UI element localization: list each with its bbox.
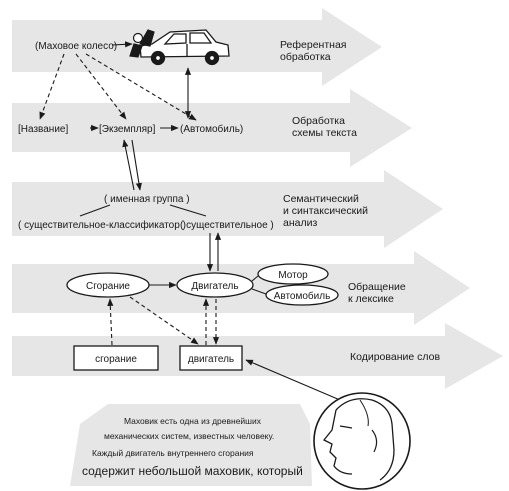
combustion-concept-label: Сгорание: [86, 281, 130, 292]
car-icon: [139, 29, 230, 66]
semantic-stage-band: [12, 170, 443, 248]
text-page: [70, 404, 312, 486]
automobile-schema-node: (Автомобиль): [180, 123, 243, 135]
engine-to-automobile-link: [251, 288, 267, 295]
flywheel-to-car-arrow: [111, 41, 133, 48]
noun-group-to-instance-arrow: [122, 139, 135, 191]
noun-group-to-classifier-link: [79, 204, 111, 217]
caption-line-1: Маховик есть одна из древнейших: [124, 416, 262, 426]
automobile-concept-label: Автомобиль: [274, 290, 331, 302]
caption-line-2: механических систем, известных человеку.: [104, 431, 274, 441]
caption-line-3: Каждый двигатель внутреннего сгорания: [92, 448, 254, 458]
instance-node: [Экземпляр]: [99, 124, 156, 135]
engine-concept-label: Двигатель: [191, 281, 238, 292]
caption-line-4: содержит небольшой маховик, который: [82, 464, 303, 478]
lexicon-stage-label: Обращение к лексике: [348, 281, 409, 305]
reader-to-engine-word-arrow: [245, 359, 341, 401]
combustion-concept-node: Сгорание: [66, 272, 150, 298]
instance-to-noun-group-arrow: [131, 139, 142, 191]
flywheel-to-name-arrow: [39, 53, 65, 120]
text-schema-stage-band: [12, 89, 412, 167]
reader-face-icon: [313, 392, 411, 490]
noun-group-to-noun-link: [169, 204, 207, 217]
motor-concept-label: Мотор: [278, 270, 308, 281]
combustion-word-label: сгорание: [95, 354, 137, 365]
text-schema-stage-label: Обработка схемы текста: [292, 115, 357, 139]
word-coding-stage-band: [12, 323, 503, 389]
noun-node: ( существительное ): [180, 220, 274, 231]
flywheel-to-automobile-arrow: [85, 53, 197, 121]
noun-group-node: ( именная группа ): [104, 194, 190, 205]
engine-to-motor-link: [251, 275, 259, 282]
automobile-concept-node: Автомобиль: [265, 284, 339, 306]
name-node: [Название]: [18, 124, 68, 135]
classifier-noun-node: ( существительное-классификатор ): [18, 219, 186, 231]
motor-concept-node: Мотор: [257, 263, 329, 285]
referential-stage-label: Референтная обработка: [280, 39, 349, 63]
semantic-stage-label: Семантический и синтаксический анализ: [283, 193, 371, 229]
word-coding-stage-label: Кодирование слов: [350, 351, 440, 363]
engine-word-label: двигатель: [188, 354, 234, 365]
combustion-word-box: сгорание: [73, 345, 159, 371]
flywheel-node: (Маховое колесо): [35, 41, 117, 52]
engine-concept-node: Двигатель: [176, 272, 254, 298]
combustion-word-to-concept-arrow: [107, 298, 114, 346]
mechanic-icon: [129, 29, 155, 58]
engine-word-box: двигатель: [179, 345, 243, 371]
